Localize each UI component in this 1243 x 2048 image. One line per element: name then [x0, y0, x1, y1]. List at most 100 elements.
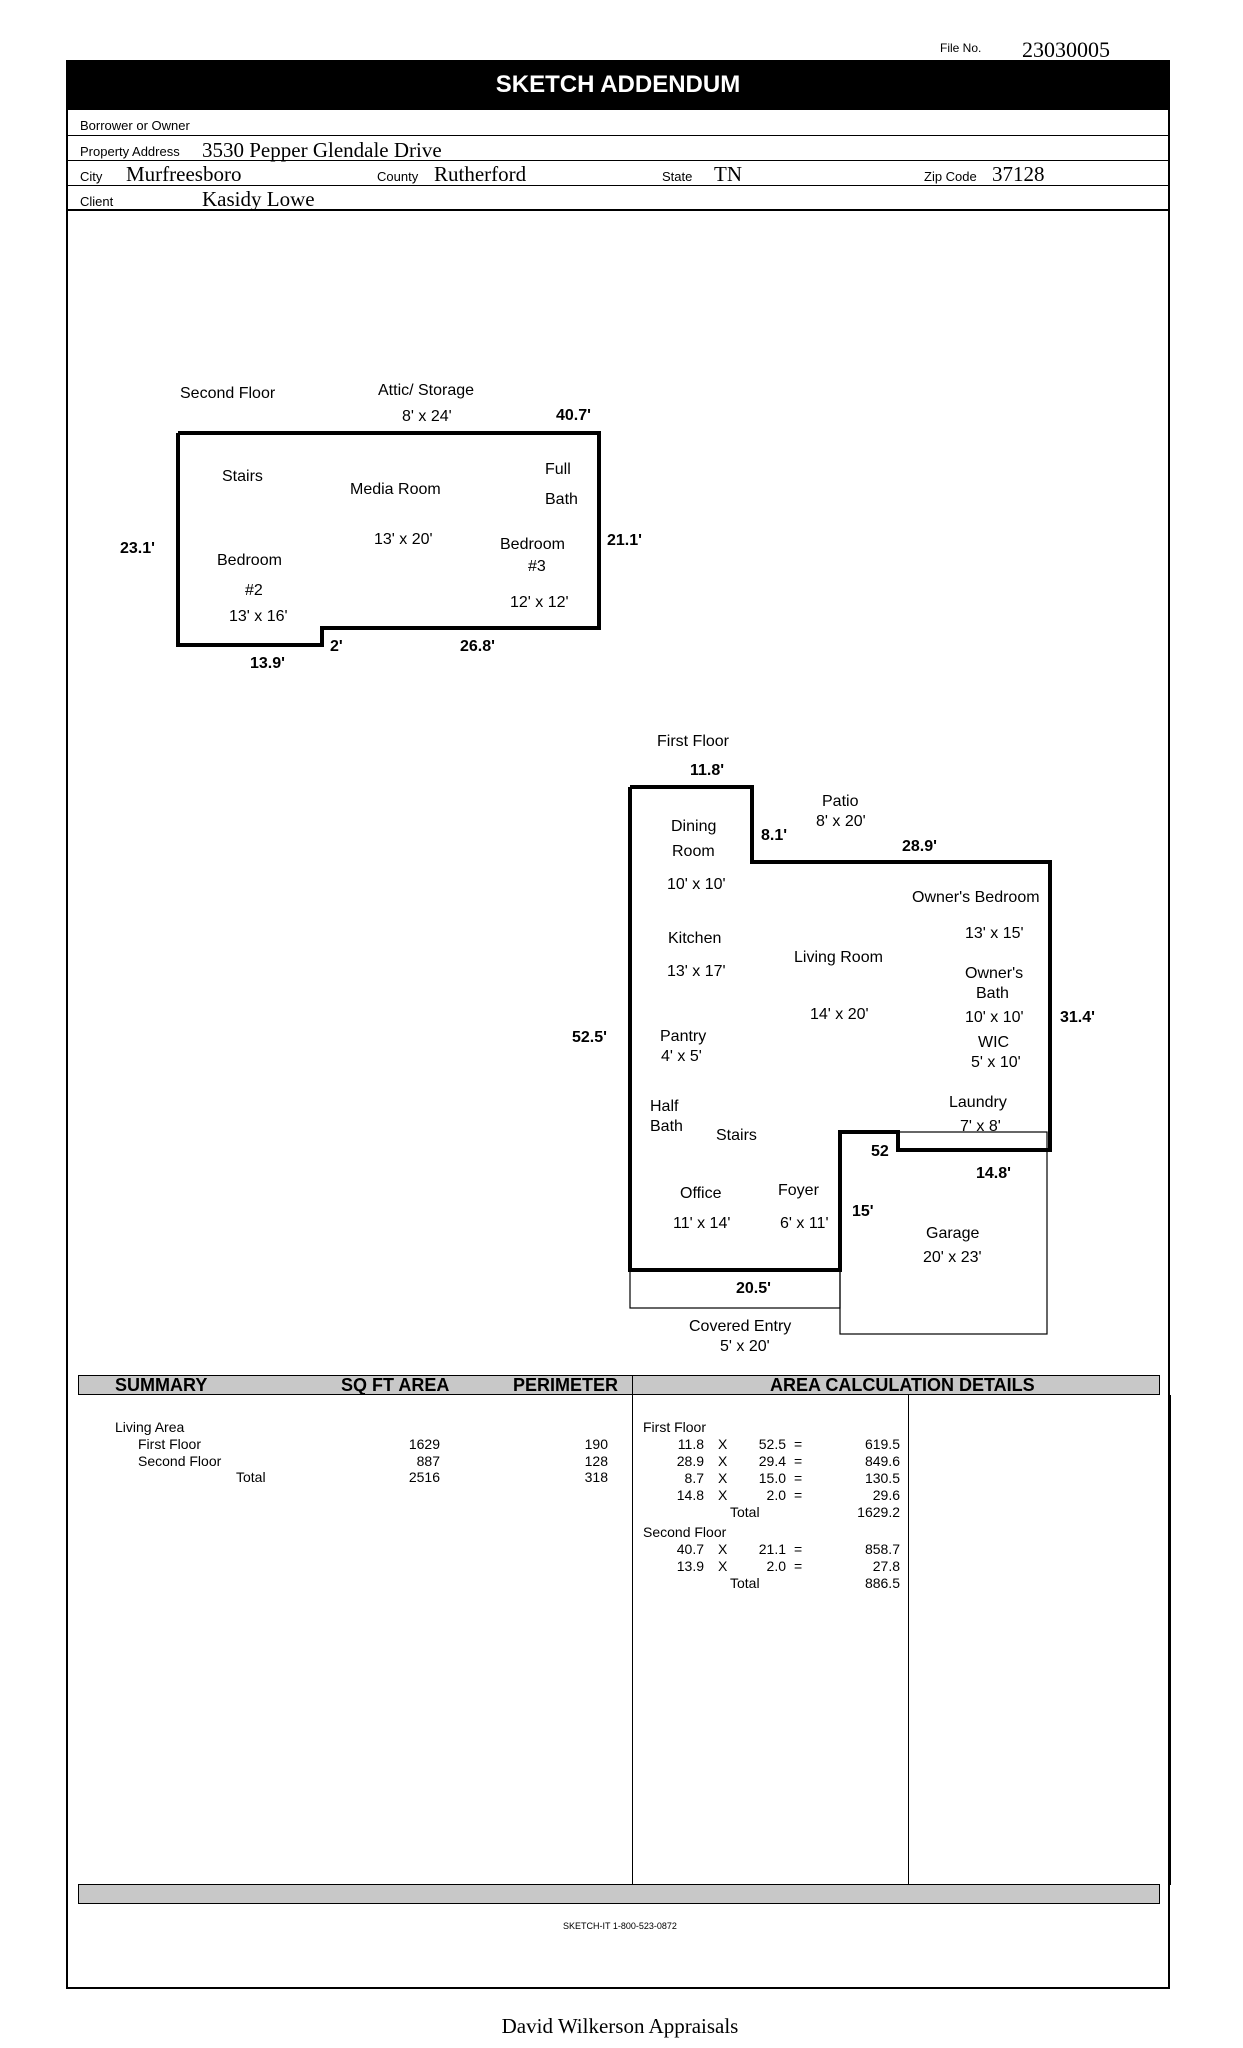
details-second-floor-label: Second Floor — [643, 1524, 727, 1540]
dim-second-step: 2' — [330, 638, 343, 655]
calc-eq: = — [794, 1453, 803, 1469]
summary-row-perimeter: 318 — [584, 1469, 608, 1485]
dim-garage-top: 14.8' — [976, 1165, 1011, 1182]
calc-x: X — [718, 1558, 728, 1574]
dim-first-notch: 52 — [871, 1143, 889, 1160]
dim-second-bottom-left: 13.9' — [250, 655, 285, 672]
calc-x: X — [718, 1470, 728, 1486]
details-right-border — [1170, 1395, 1171, 1885]
foyer-label: Foyer — [778, 1182, 819, 1199]
file-no-value: 23030005 — [1022, 37, 1110, 62]
state-label: State — [662, 169, 693, 184]
bedroom-3-size: 12' x 12' — [510, 594, 569, 611]
covered-entry-label: Covered Entry — [689, 1318, 792, 1335]
summary-header-bar — [78, 1375, 1160, 1395]
details-col-header: AREA CALCULATION DETAILS — [770, 1375, 1035, 1395]
zip-label: Zip Code — [924, 169, 977, 184]
living-area-label: Living Area — [115, 1419, 185, 1435]
calc-result: 130.5 — [864, 1470, 900, 1486]
client-label: Client — [80, 194, 114, 209]
area-col-header: SQ FT AREA — [341, 1375, 450, 1395]
owners-bath-label-1: Owner's — [965, 965, 1024, 982]
calc-a: 11.8 — [677, 1436, 704, 1452]
summary-row-perimeter: 128 — [584, 1453, 608, 1469]
second-floor-title: Second Floor — [180, 385, 276, 402]
details-divider — [908, 1395, 909, 1903]
city-value: Murfreesboro — [126, 162, 242, 186]
second-total-label: Total — [730, 1575, 760, 1591]
calc-x: X — [718, 1436, 728, 1452]
calc-a: 8.7 — [684, 1470, 704, 1486]
city-label: City — [80, 169, 103, 184]
patio-size: 8' x 20' — [816, 813, 866, 830]
borrower-label: Borrower or Owner — [80, 118, 190, 133]
foyer-size: 6' x 11' — [780, 1215, 829, 1232]
covered-entry-size: 5' x 20' — [720, 1338, 770, 1355]
wic-size: 5' x 10' — [971, 1054, 1021, 1071]
dining-label-1: Dining — [671, 818, 717, 835]
pantry-size: 4' x 5' — [661, 1048, 702, 1065]
row-divider — [66, 135, 1170, 136]
county-value: Rutherford — [434, 162, 527, 186]
calc-b: 29.4 — [758, 1453, 786, 1469]
garage-label: Garage — [926, 1225, 980, 1242]
dim-second-top: 40.7' — [556, 407, 591, 424]
summary-row-perimeter: 190 — [584, 1436, 608, 1452]
calc-b: 52.5 — [758, 1436, 786, 1452]
calc-b: 2.0 — [766, 1558, 786, 1574]
summary-divider — [632, 1375, 633, 1903]
calc-b: 15.0 — [758, 1470, 786, 1486]
bedroom-3-label: Bedroom — [500, 536, 565, 553]
summary-row-area: 1629 — [408, 1436, 440, 1452]
calc-result: 29.6 — [872, 1487, 900, 1503]
dim-second-bottom-right: 26.8' — [460, 638, 495, 655]
perimeter-col-header: PERIMETER — [513, 1375, 619, 1395]
calc-result: 849.6 — [864, 1453, 900, 1469]
garage-size: 20' x 23' — [923, 1249, 982, 1266]
calc-eq: = — [794, 1436, 803, 1452]
summary-footer-bar — [78, 1884, 1160, 1904]
floor-plan-sketch — [176, 431, 1052, 1335]
dim-first-bottom: 20.5' — [736, 1280, 771, 1297]
row-divider — [66, 160, 1170, 161]
dining-size: 10' x 10' — [667, 876, 726, 893]
half-bath-label-2: Bath — [650, 1118, 683, 1135]
first-total-value: 1629.2 — [857, 1504, 900, 1520]
dim-first-top: 11.8' — [690, 762, 725, 779]
laundry-label: Laundry — [949, 1094, 1007, 1111]
calc-eq: = — [794, 1541, 803, 1557]
owners-bedroom-size: 13' x 15' — [965, 925, 1024, 942]
living-room-label: Living Room — [794, 949, 883, 966]
living-room-size: 14' x 20' — [810, 1006, 869, 1023]
dim-first-step: 8.1' — [761, 827, 788, 844]
pantry-label: Pantry — [660, 1028, 707, 1045]
first-stairs-label: Stairs — [716, 1127, 757, 1144]
calc-result: 858.7 — [864, 1541, 900, 1557]
calc-a: 40.7 — [676, 1541, 704, 1557]
calc-eq: = — [794, 1470, 803, 1486]
calc-a: 14.8 — [676, 1487, 704, 1503]
summary-row-name: First Floor — [138, 1436, 201, 1452]
owners-bedroom-label: Owner's Bedroom — [912, 889, 1040, 906]
calc-b: 2.0 — [766, 1487, 786, 1503]
media-room-label: Media Room — [350, 481, 441, 498]
first-floor-title: First Floor — [657, 733, 729, 750]
attic-label: Attic/ Storage — [378, 382, 475, 399]
office-size: 11' x 14' — [673, 1215, 731, 1232]
summary-row-area: 2516 — [408, 1469, 440, 1485]
half-bath-label-1: Half — [650, 1098, 679, 1115]
second-floor-outline — [176, 431, 601, 647]
second-total-value: 886.5 — [864, 1575, 900, 1591]
media-room-size: 13' x 20' — [374, 531, 433, 548]
dining-label-2: Room — [672, 843, 715, 860]
calc-a: 13.9 — [676, 1558, 704, 1574]
calc-result: 27.8 — [872, 1558, 900, 1574]
owners-bath-size: 10' x 10' — [965, 1009, 1024, 1026]
page-title: SKETCH ADDENDUM — [66, 60, 1170, 110]
dim-second-right: 21.1' — [607, 532, 642, 549]
address-value: 3530 Pepper Glendale Drive — [202, 138, 442, 162]
bedroom-2-size: 13' x 16' — [229, 608, 288, 625]
calc-eq: = — [794, 1487, 803, 1503]
bedroom-2-label: Bedroom — [217, 552, 282, 569]
office-label: Office — [680, 1185, 722, 1202]
